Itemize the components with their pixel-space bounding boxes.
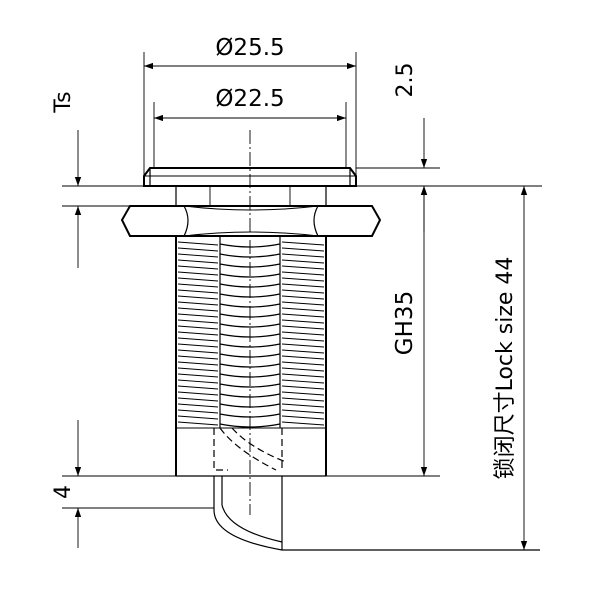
thread-line bbox=[281, 379, 325, 384]
thread-line bbox=[177, 421, 219, 426]
thread-line bbox=[281, 415, 325, 420]
thread-line bbox=[281, 295, 325, 300]
core-coil bbox=[219, 383, 281, 388]
thread-line bbox=[177, 319, 219, 324]
thread-line bbox=[177, 307, 219, 312]
core-coil bbox=[219, 323, 281, 328]
thread-line bbox=[177, 361, 219, 366]
core-coil bbox=[219, 273, 281, 278]
thread-line bbox=[177, 247, 219, 252]
thread-line bbox=[177, 295, 219, 300]
dim-flange-thickness: 2.5 bbox=[393, 63, 428, 232]
thread-line bbox=[177, 373, 219, 378]
ts-label: Ts bbox=[51, 91, 76, 113]
thread-line bbox=[281, 367, 325, 372]
thread-line bbox=[177, 355, 219, 360]
dim-cam-offset: 4 bbox=[51, 420, 82, 548]
flange-thickness-label: 2.5 bbox=[393, 63, 418, 98]
thread-line bbox=[281, 373, 325, 378]
thread-line bbox=[177, 259, 219, 264]
thread-line bbox=[177, 289, 219, 294]
thread-line bbox=[281, 283, 325, 288]
thread-line bbox=[177, 277, 219, 282]
thread-line bbox=[177, 283, 219, 288]
washer bbox=[175, 185, 327, 207]
thread-line bbox=[281, 313, 325, 318]
cam-blade bbox=[213, 476, 540, 551]
thread-line bbox=[281, 403, 325, 408]
thread-line bbox=[177, 343, 219, 348]
thread-line bbox=[281, 349, 325, 354]
thread-line bbox=[281, 259, 325, 264]
reference-lines bbox=[62, 167, 542, 509]
thread-line bbox=[177, 403, 219, 408]
thread-line bbox=[177, 415, 219, 420]
thread-line bbox=[281, 409, 325, 414]
inner-diameter-label: Ø22.5 bbox=[215, 86, 284, 112]
thread-line bbox=[281, 355, 325, 360]
thread-label: GH35 bbox=[392, 291, 418, 355]
core-coil bbox=[219, 253, 281, 258]
thread-line bbox=[177, 391, 219, 396]
thread-line bbox=[177, 385, 219, 390]
thread-line bbox=[281, 391, 325, 396]
thread-line bbox=[177, 325, 219, 330]
thread-line bbox=[281, 397, 325, 402]
thread-line bbox=[177, 265, 219, 270]
thread-line bbox=[281, 271, 325, 276]
thread-line bbox=[281, 343, 325, 348]
thread-line bbox=[281, 289, 325, 294]
thread-line bbox=[177, 349, 219, 354]
thread-line bbox=[177, 241, 219, 246]
thread-line bbox=[281, 421, 325, 426]
hex-nut bbox=[120, 205, 382, 237]
thread-line bbox=[177, 337, 219, 342]
thread-line bbox=[281, 253, 325, 258]
thread-line bbox=[281, 337, 325, 342]
dim-inner-diameter: Ø22.5 bbox=[153, 86, 347, 168]
dim-thread-length: GH35 bbox=[392, 186, 428, 476]
thread-line bbox=[281, 385, 325, 390]
thread-line bbox=[281, 325, 325, 330]
thread-line bbox=[177, 301, 219, 306]
thread-line bbox=[177, 253, 219, 258]
thread-line bbox=[177, 397, 219, 402]
thread-line bbox=[281, 301, 325, 306]
dim-outer-diameter: Ø25.5 bbox=[143, 35, 357, 176]
lock-size-label: 锁闭尺寸Lock size 44 bbox=[493, 257, 518, 480]
cam-offset-label: 4 bbox=[51, 485, 76, 499]
thread-line bbox=[177, 367, 219, 372]
thread-line bbox=[281, 277, 325, 282]
dim-lock-size: 锁闭尺寸Lock size 44 bbox=[493, 186, 528, 550]
thread-line bbox=[177, 379, 219, 384]
thread-line bbox=[281, 265, 325, 270]
thread-line bbox=[177, 331, 219, 336]
threaded-body bbox=[175, 236, 327, 477]
thread-line bbox=[177, 409, 219, 414]
thread-line bbox=[177, 271, 219, 276]
dim-ts: Ts bbox=[51, 91, 82, 268]
thread-line bbox=[281, 319, 325, 324]
core-coil bbox=[219, 363, 281, 368]
thread-line bbox=[281, 247, 325, 252]
thread-line bbox=[177, 313, 219, 318]
thread-line bbox=[281, 331, 325, 336]
thread-line bbox=[281, 307, 325, 312]
thread-lines bbox=[177, 241, 325, 426]
thread-line bbox=[281, 361, 325, 366]
thread-line bbox=[281, 241, 325, 246]
outer-diameter-label: Ø25.5 bbox=[215, 35, 284, 61]
